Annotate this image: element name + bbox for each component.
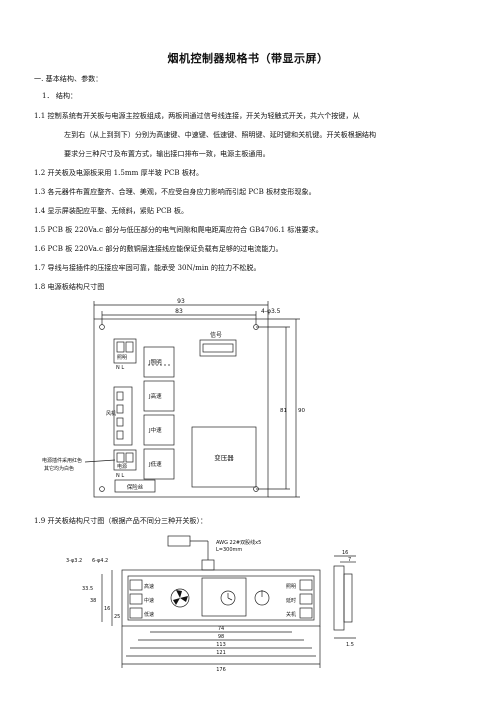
switch-board-drawing: AWG 22#双股线x5 L=300mm 3-φ3.2 6-φ4.2 74 98…	[66, 535, 356, 673]
dim-25: 25	[114, 614, 120, 620]
dim-33-5: 33.5	[82, 586, 93, 592]
dim-176: 176	[216, 667, 226, 673]
paragraph-1-6: 1.6 PCB 板 220Va.c 部分的敷铜层连接线应能保证负载有足够的过电流…	[34, 244, 283, 253]
note-line-1: 电源插件采用红色	[42, 457, 82, 464]
dim-98: 98	[218, 634, 224, 640]
relay-lighting: J照明	[148, 359, 162, 366]
subsection-heading: 1． 结构：	[42, 91, 78, 100]
key-mid: 中速	[144, 597, 154, 604]
cable-label-2: L=300mm	[216, 547, 242, 553]
paragraph-1-4: 1.4 显示屏装配应平整、无倾斜，紧贴 PCB 板。	[34, 206, 189, 215]
paragraph-1-1-cont2: 要求分三种尺寸及布置方式，输出接口排布一致，电源主板通用。	[64, 149, 270, 158]
fuse-label: 保险丝	[127, 483, 144, 491]
document-title: 烟机控制器规格书（带显示屏）	[167, 52, 329, 65]
side-dim-1-5: 1.5	[346, 642, 354, 648]
power-connector-pins: N L	[116, 473, 124, 479]
dim-74: 74	[218, 626, 224, 632]
dim-121: 121	[216, 650, 226, 656]
connector-top-pins: N L	[116, 365, 124, 371]
transformer-label: 变压器	[214, 453, 234, 462]
paragraph-1-5: 1.5 PCB 板 220Va.c 部分与低压部分的电气间隙和爬电距离应符合 G…	[34, 225, 323, 234]
fan-label: 风机	[106, 410, 116, 417]
paragraph-1-8: 1.8 电源板结构尺寸图	[34, 282, 105, 291]
cable-label-1: AWG 22#双股线x5	[216, 539, 261, 546]
relay-high: J高速	[148, 392, 162, 400]
power-board-drawing: 93 83 4-φ3.5 81 90 信号 照明 N L 风机 电源 N L J…	[42, 298, 305, 498]
dim-90: 90	[298, 408, 305, 414]
connector-top-label: 照明	[117, 355, 127, 361]
dim-hole-label: 4-φ3.5	[261, 308, 281, 315]
key-delay: 延时	[286, 597, 296, 604]
paragraph-1-2: 1.2 开关板及电源板采用 1.5mm 厚半玻 PCB 板材。	[34, 168, 204, 177]
key-high: 高速	[144, 583, 154, 590]
paragraph-1-9: 1.9 开关板结构尺寸图（根据产品不同分三种开关板）：	[34, 516, 208, 525]
paragraph-1-1: 1.1 控制系统有开关板与电源主控板组成，两板间通过信号线连接，开关为轻触式开关…	[34, 111, 360, 120]
key-low: 低速	[144, 611, 154, 618]
dim-16: 16	[104, 606, 110, 612]
paragraph-1-7: 1.7 导线与接插件的压接应牢固可靠，能承受 30N/min 的拉力不松脱。	[34, 263, 261, 272]
key-off: 关机	[286, 611, 296, 618]
relay-low: J低速	[148, 460, 162, 468]
paragraph-1-3: 1.3 各元器件布置应整齐、合理、美观，不应受自身应力影响而引起 PCB 板材变…	[34, 187, 316, 196]
dim-93: 93	[177, 298, 185, 305]
hole-dim-1: 3-φ3.2	[66, 558, 82, 564]
fan-icon	[173, 590, 188, 605]
signal-label: 信号	[210, 331, 222, 339]
dim-38: 38	[90, 598, 96, 604]
note-line-2: 其它均为白色	[44, 465, 74, 472]
dim-113: 113	[216, 642, 226, 648]
side-dim-7: 7	[348, 557, 351, 563]
side-dim-16: 16	[342, 550, 348, 556]
section-heading: 一. 基本结构、参数：	[34, 74, 103, 83]
dim-81: 81	[280, 408, 287, 414]
relay-mid: J中速	[148, 426, 162, 434]
paragraph-1-1-cont: 左到右（从上到到下）分别为高速键、中速键、低速键、照明键、延时键和关机键。开关板…	[64, 130, 377, 139]
power-connector-label: 电源	[117, 463, 127, 470]
key-light: 照明	[286, 584, 296, 590]
dim-83: 83	[175, 308, 183, 315]
hole-dim-2: 6-φ4.2	[92, 558, 108, 564]
